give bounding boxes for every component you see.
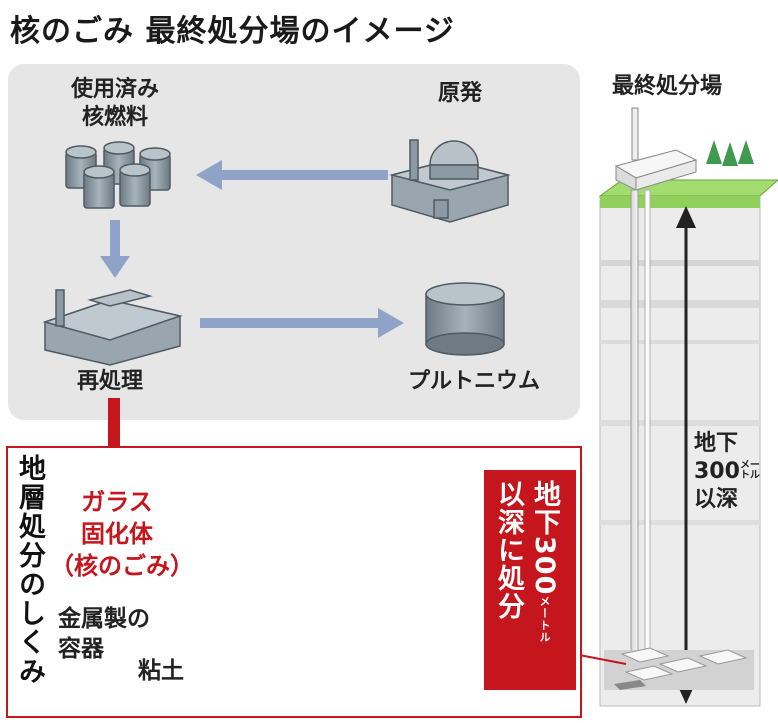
- spent-fuel-label-line2: 核燃料: [81, 105, 148, 130]
- depth-callout-line1: 地下300: [529, 480, 560, 596]
- depth-callout-text: 地下300メートル 以深に処分: [490, 480, 562, 684]
- metal-container-line2: 容器: [58, 636, 104, 662]
- depth-label-line1: 地下: [694, 431, 739, 456]
- spent-fuel-icon: [65, 141, 171, 209]
- nuclear-plant-label: 原発: [437, 81, 482, 106]
- depth-callout-unit: メートル: [538, 595, 551, 644]
- page-title: 核のごみ 最終処分場のイメージ: [10, 14, 455, 49]
- vitrified-waste-line1: ガラス: [81, 488, 153, 516]
- depth-label-number: 300: [694, 459, 740, 484]
- disposal-site-label: 最終処分場: [612, 74, 723, 99]
- vitrified-waste-label: ガラス 固化体 （核のごみ）: [50, 486, 194, 582]
- depth-callout-line2: 以深に処分: [493, 480, 524, 620]
- plutonium-tank-icon: [425, 282, 505, 356]
- depth-callout-panel: [484, 470, 576, 690]
- reprocessing-label: 再処理: [76, 369, 143, 394]
- spent-fuel-label: 使用済み 核燃料: [50, 76, 180, 132]
- depth-label-line2: 以深: [694, 487, 739, 512]
- reprocessing-plant-icon: [42, 289, 183, 366]
- bedrock-label: 岩盤: [391, 554, 419, 610]
- metal-container-line1: 金属製の: [58, 606, 150, 632]
- clay-label: 粘土: [138, 658, 184, 684]
- flow-arrows: [100, 160, 404, 338]
- disposal-site-section: [573, 107, 778, 707]
- vitrified-waste-line2: 固化体: [81, 520, 153, 548]
- nuclear-plant-icon: [389, 139, 511, 223]
- metal-container-label: 金属製の 容器: [58, 604, 150, 664]
- mechanism-heading: 地層処分のしくみ: [14, 454, 45, 686]
- depth-label-unit: メートル: [739, 460, 760, 481]
- spent-fuel-label-line1: 使用済み: [70, 77, 159, 102]
- plutonium-label: プルトニウム: [407, 369, 540, 394]
- vitrified-waste-line3: （核のごみ）: [50, 552, 194, 580]
- depth-label: 地下 300メートル 以深: [694, 430, 774, 514]
